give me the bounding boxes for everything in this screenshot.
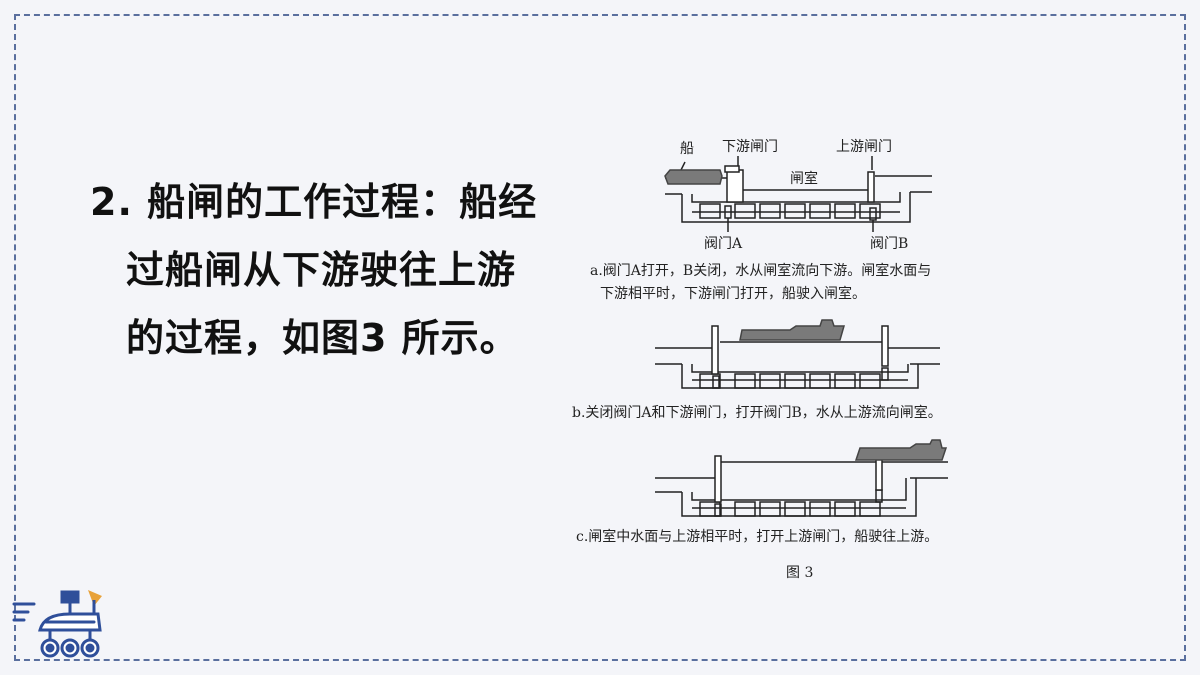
label-valve-a: 阀门A: [704, 236, 743, 252]
label-valve-b: 阀门B: [870, 236, 909, 252]
heading-line-3: 的过程，如图3 所示。: [126, 316, 519, 360]
ship-c: [854, 439, 948, 461]
caption-b: b.关闭阀门A和下游闸门，打开阀门B，水从上游流向闸室。: [572, 405, 942, 421]
diagram-a: [665, 156, 932, 232]
ship-b: [739, 319, 845, 341]
caption-a-line-2: 下游相平时，下游闸门打开，船驶入闸室。: [600, 286, 866, 302]
slide-border: [14, 14, 1186, 661]
rover-icon: [10, 586, 110, 666]
label-lock-chamber: 闸室: [790, 171, 818, 187]
heading-line-1: 2. 船闸的工作过程：船经: [90, 180, 538, 224]
ship-lock-figure: 船 下游闸门 上游闸门 闸室 阀门A 阀门B a.阀门A打开，B关闭，水从闸室流…: [570, 130, 1090, 600]
main-heading: 2. 船闸的工作过程：船经 过船闸从下游驶往上游 的过程，如图3 所示。: [90, 168, 550, 372]
label-downstream-gate: 下游闸门: [722, 139, 778, 155]
caption-a-line-1: a.阀门A打开，B关闭，水从闸室流向下游。闸室水面与: [590, 263, 932, 279]
label-upstream-gate: 上游闸门: [836, 139, 892, 155]
caption-c: c.闸室中水面与上游相平时，打开上游闸门，船驶往上游。: [576, 529, 939, 545]
diagram-b: [655, 325, 940, 389]
label-ship: 船: [680, 141, 694, 157]
ship-lock-diagram: [655, 156, 948, 517]
figure-title: 图 3: [786, 565, 814, 581]
heading-line-2: 过船闸从下游驶往上游: [126, 248, 517, 292]
ship-a: [664, 169, 723, 185]
diagram-c: [655, 455, 948, 517]
